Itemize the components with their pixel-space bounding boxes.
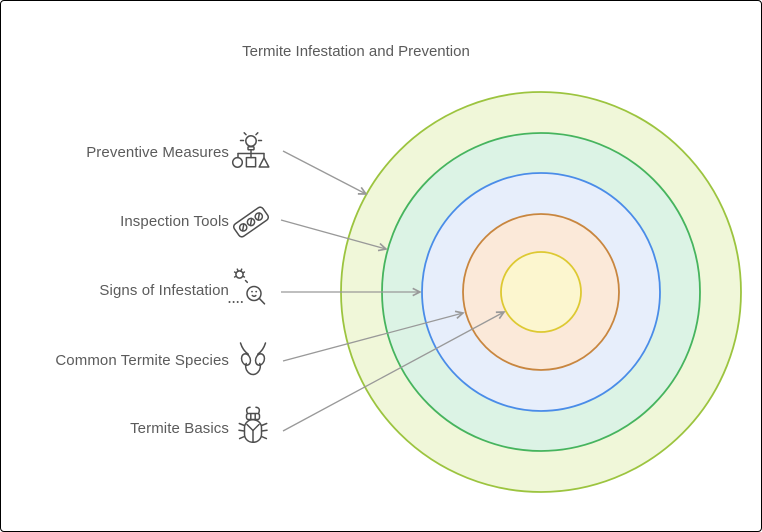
beetle-icon	[238, 406, 268, 443]
arrow-common-termite-species	[282, 313, 463, 362]
ring-label-termite-basics: Termite Basics	[130, 420, 229, 437]
ring-label-inspection-tools: Inspection Tools	[120, 213, 229, 230]
arrow-preventive-measures	[282, 150, 366, 194]
inspection-level-icon	[232, 206, 270, 238]
ring-termite-basics	[500, 251, 582, 333]
ring-label-common-termite-species: Common Termite Species	[55, 352, 229, 369]
diagram-title: Termite Infestation and Prevention	[242, 43, 470, 60]
arrow-inspection-tools	[280, 219, 386, 249]
termite-head-icon	[239, 342, 267, 376]
ring-label-preventive-measures: Preventive Measures	[86, 144, 229, 161]
lightbulb-strategy-icon	[231, 132, 270, 168]
ring-label-signs-of-infestation: Signs of Infestation	[99, 282, 229, 299]
bug-magnifier-icon	[228, 268, 266, 305]
arrow-termite-basics	[282, 312, 504, 432]
